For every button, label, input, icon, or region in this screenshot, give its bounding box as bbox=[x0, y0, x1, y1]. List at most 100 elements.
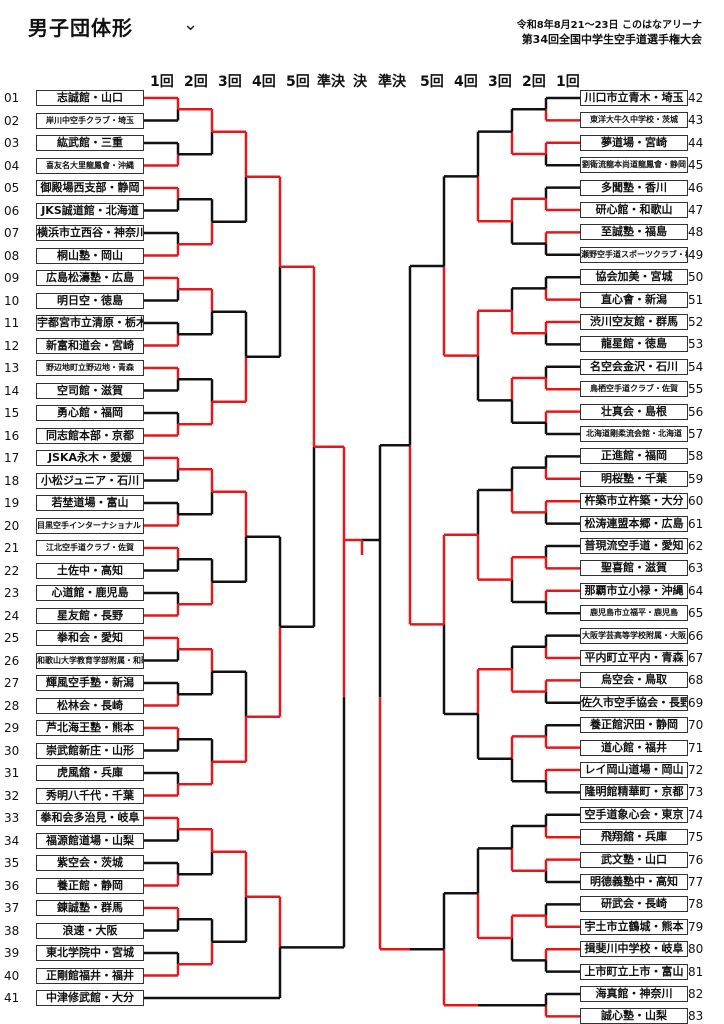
team-entry[interactable]: 崇武館新庄・山形 bbox=[36, 742, 144, 759]
team-entry[interactable]: 養正館沢田・静岡 bbox=[580, 717, 688, 734]
team-entry[interactable]: 若埜道場・富山 bbox=[36, 495, 144, 511]
team-entry[interactable]: 虎風舘・兵庫 bbox=[36, 765, 144, 781]
team-entry[interactable]: 拳和会多治見・岐阜 bbox=[36, 810, 144, 826]
team-number: 81 bbox=[688, 964, 704, 979]
team-number: 61 bbox=[688, 516, 704, 531]
team-number: 20 bbox=[4, 518, 20, 533]
team-entry[interactable]: 飛翔舘・兵庫 bbox=[580, 829, 688, 846]
team-entry[interactable]: 瀬野空手道スポーツクラブ・栃木 bbox=[580, 246, 688, 263]
team-entry[interactable]: 明桜塾・千葉 bbox=[580, 470, 688, 487]
team-entry[interactable]: 松林会・長崎 bbox=[36, 697, 144, 714]
team-entry[interactable]: 烏空会・鳥取 bbox=[580, 672, 688, 689]
team-entry[interactable]: 揖斐川中学校・岐阜 bbox=[580, 941, 688, 958]
team-entry[interactable]: 江北空手道クラブ・佐賀 bbox=[36, 540, 144, 556]
team-entry[interactable]: 岸川中空手クラブ・埼玉 bbox=[36, 112, 144, 129]
round-header-r2: 2回 bbox=[522, 74, 546, 90]
team-entry[interactable]: 協会加美・宮城 bbox=[580, 269, 688, 286]
team-entry[interactable]: 正進館・福岡 bbox=[580, 448, 688, 465]
team-entry[interactable]: 誠心塾・山梨 bbox=[580, 1008, 688, 1024]
team-entry[interactable]: 鳥栖空手道クラブ・佐賀 bbox=[580, 381, 688, 398]
team-entry[interactable]: 研心館・和歌山 bbox=[580, 202, 688, 218]
team-number: 57 bbox=[688, 427, 704, 441]
team-entry[interactable]: レイ岡山道場・岡山 bbox=[580, 762, 688, 778]
team-entry[interactable]: 志誠館・山口 bbox=[36, 90, 144, 106]
team-entry[interactable]: 平内町立平内・青森 bbox=[580, 650, 688, 666]
team-entry[interactable]: 武文塾・山口 bbox=[580, 851, 688, 868]
team-entry[interactable]: 研武会・長崎 bbox=[580, 896, 688, 913]
team-entry[interactable]: 道心館・福井 bbox=[580, 739, 688, 756]
team-entry[interactable]: 目黒空手インターナショナル・東京 bbox=[36, 517, 144, 534]
team-entry[interactable]: 宇土市立鶴城・熊本 bbox=[580, 918, 688, 935]
team-entry[interactable]: 小松ジュニア・石川 bbox=[36, 472, 144, 489]
team-entry[interactable]: 養正館・静岡 bbox=[36, 877, 144, 894]
team-entry[interactable]: 名空会金沢・石川 bbox=[580, 358, 688, 375]
team-entry[interactable]: 福源館道場・山梨 bbox=[36, 832, 144, 849]
team-entry[interactable]: JKS誠道館・北海道 bbox=[36, 202, 144, 219]
team-entry[interactable]: 鹿児島市立福平・鹿児島 bbox=[580, 605, 688, 622]
team-entry[interactable]: 至誠塾・福島 bbox=[580, 224, 688, 241]
team-entry[interactable]: 輝風空手塾・新潟 bbox=[36, 675, 144, 691]
team-entry[interactable]: 佐久市空手協会・長野 bbox=[580, 694, 688, 711]
team-entry[interactable]: 松涛連盟本郷・広島 bbox=[580, 515, 688, 532]
team-entry[interactable]: 紫空会・茨城 bbox=[36, 855, 144, 871]
team-entry[interactable]: 星友館・長野 bbox=[36, 607, 144, 624]
team-number: 14 bbox=[4, 383, 20, 398]
team-entry[interactable]: 明德義塾中・高知 bbox=[580, 874, 688, 890]
team-number: 40 bbox=[4, 968, 20, 983]
team-entry[interactable]: 横浜市立西谷・神奈川 bbox=[36, 225, 144, 241]
team-entry[interactable]: 和歌山大学教育学部附属・和歌山 bbox=[36, 652, 144, 669]
team-entry[interactable]: 広島松濤塾・広島 bbox=[36, 270, 144, 286]
team-entry[interactable]: 龍星館・徳島 bbox=[580, 336, 688, 353]
team-number: 65 bbox=[688, 606, 704, 621]
team-entry[interactable]: 正剛館福井・福井 bbox=[36, 967, 144, 984]
team-number: 72 bbox=[688, 763, 704, 777]
team-entry[interactable]: 土佐中・高知 bbox=[36, 562, 144, 579]
team-entry[interactable]: 御殿場西支部・静岡 bbox=[36, 180, 144, 196]
team-entry[interactable]: 渋川空友館・群馬 bbox=[580, 314, 688, 330]
team-entry[interactable]: 杵築市立杵築・大分 bbox=[580, 493, 688, 510]
chevron-down-icon[interactable]: ⌄ bbox=[183, 14, 199, 35]
team-number: 32 bbox=[4, 788, 20, 803]
team-entry[interactable]: 桐山塾・岡山 bbox=[36, 247, 144, 264]
team-entry[interactable]: 勇心館・福岡 bbox=[36, 405, 144, 421]
team-entry[interactable]: 浪速・大阪 bbox=[36, 922, 144, 939]
team-entry[interactable]: 普現流空手道・愛知 bbox=[580, 538, 688, 554]
team-entry[interactable]: 多聞塾・香川 bbox=[580, 179, 688, 196]
team-entry[interactable]: 隆明館精華町・京都 bbox=[580, 784, 688, 801]
team-entry[interactable]: 同志館本部・京都 bbox=[36, 427, 144, 444]
team-number: 43 bbox=[688, 113, 704, 128]
team-entry[interactable]: 中津修武館・大分 bbox=[36, 990, 144, 1006]
team-entry[interactable]: 秀明八千代・千葉 bbox=[36, 787, 144, 804]
team-entry[interactable]: 海真館・神奈川 bbox=[580, 986, 688, 1002]
team-entry[interactable]: 川口市立青木・埼玉 bbox=[580, 90, 688, 106]
team-entry[interactable]: 紘武館・三重 bbox=[36, 135, 144, 151]
team-entry[interactable]: 野辺地町立野辺地・青森 bbox=[36, 360, 144, 376]
team-entry[interactable]: 空手道象心会・東京 bbox=[580, 806, 688, 823]
team-entry[interactable]: JSKA永木・愛媛 bbox=[36, 450, 144, 466]
team-number: 47 bbox=[688, 203, 704, 217]
team-entry[interactable]: 空司館・滋賀 bbox=[36, 382, 144, 399]
team-entry[interactable]: 喜友名大里龍鳳會・沖縄 bbox=[36, 157, 144, 174]
team-entry[interactable]: 大阪学芸高等学校附属・大阪 bbox=[580, 627, 688, 644]
team-entry[interactable]: 錬誠塾・群馬 bbox=[36, 900, 144, 916]
team-entry[interactable]: 東洋大牛久中学校・茨城 bbox=[580, 112, 688, 129]
team-entry[interactable]: 那覇市立小禄・沖縄 bbox=[580, 582, 688, 599]
team-entry[interactable]: 明日空・徳島 bbox=[36, 292, 144, 309]
team-entry[interactable]: 夢道場・宮崎 bbox=[580, 134, 688, 151]
team-entry[interactable]: 心道館・鹿児島 bbox=[36, 585, 144, 601]
team-entry[interactable]: 壮真会・島根 bbox=[580, 403, 688, 420]
team-entry[interactable]: 芦北海王塾・熊本 bbox=[36, 720, 144, 736]
team-entry[interactable]: 宇都宮市立清原・栃木 bbox=[36, 315, 144, 331]
team-entry[interactable]: 上市町立上市・富山 bbox=[580, 963, 688, 980]
team-entry[interactable]: 直心會・新潟 bbox=[580, 291, 688, 308]
team-number: 49 bbox=[688, 247, 704, 262]
team-entry[interactable]: 新富和道会・宮崎 bbox=[36, 337, 144, 354]
team-entry[interactable]: 劉衛流龍本尚道龍鳳會・静岡 bbox=[580, 157, 688, 174]
team-number: 28 bbox=[4, 698, 20, 713]
team-entry[interactable]: 聖喜館・滋賀 bbox=[580, 560, 688, 577]
team-number: 17 bbox=[4, 451, 20, 465]
team-entry[interactable]: 拳和会・愛知 bbox=[36, 630, 144, 646]
team-number: 11 bbox=[4, 316, 20, 330]
team-entry[interactable]: 東北学院中・宮城 bbox=[36, 945, 144, 961]
team-entry[interactable]: 北海道剛柔流会館・北海道 bbox=[580, 426, 688, 442]
